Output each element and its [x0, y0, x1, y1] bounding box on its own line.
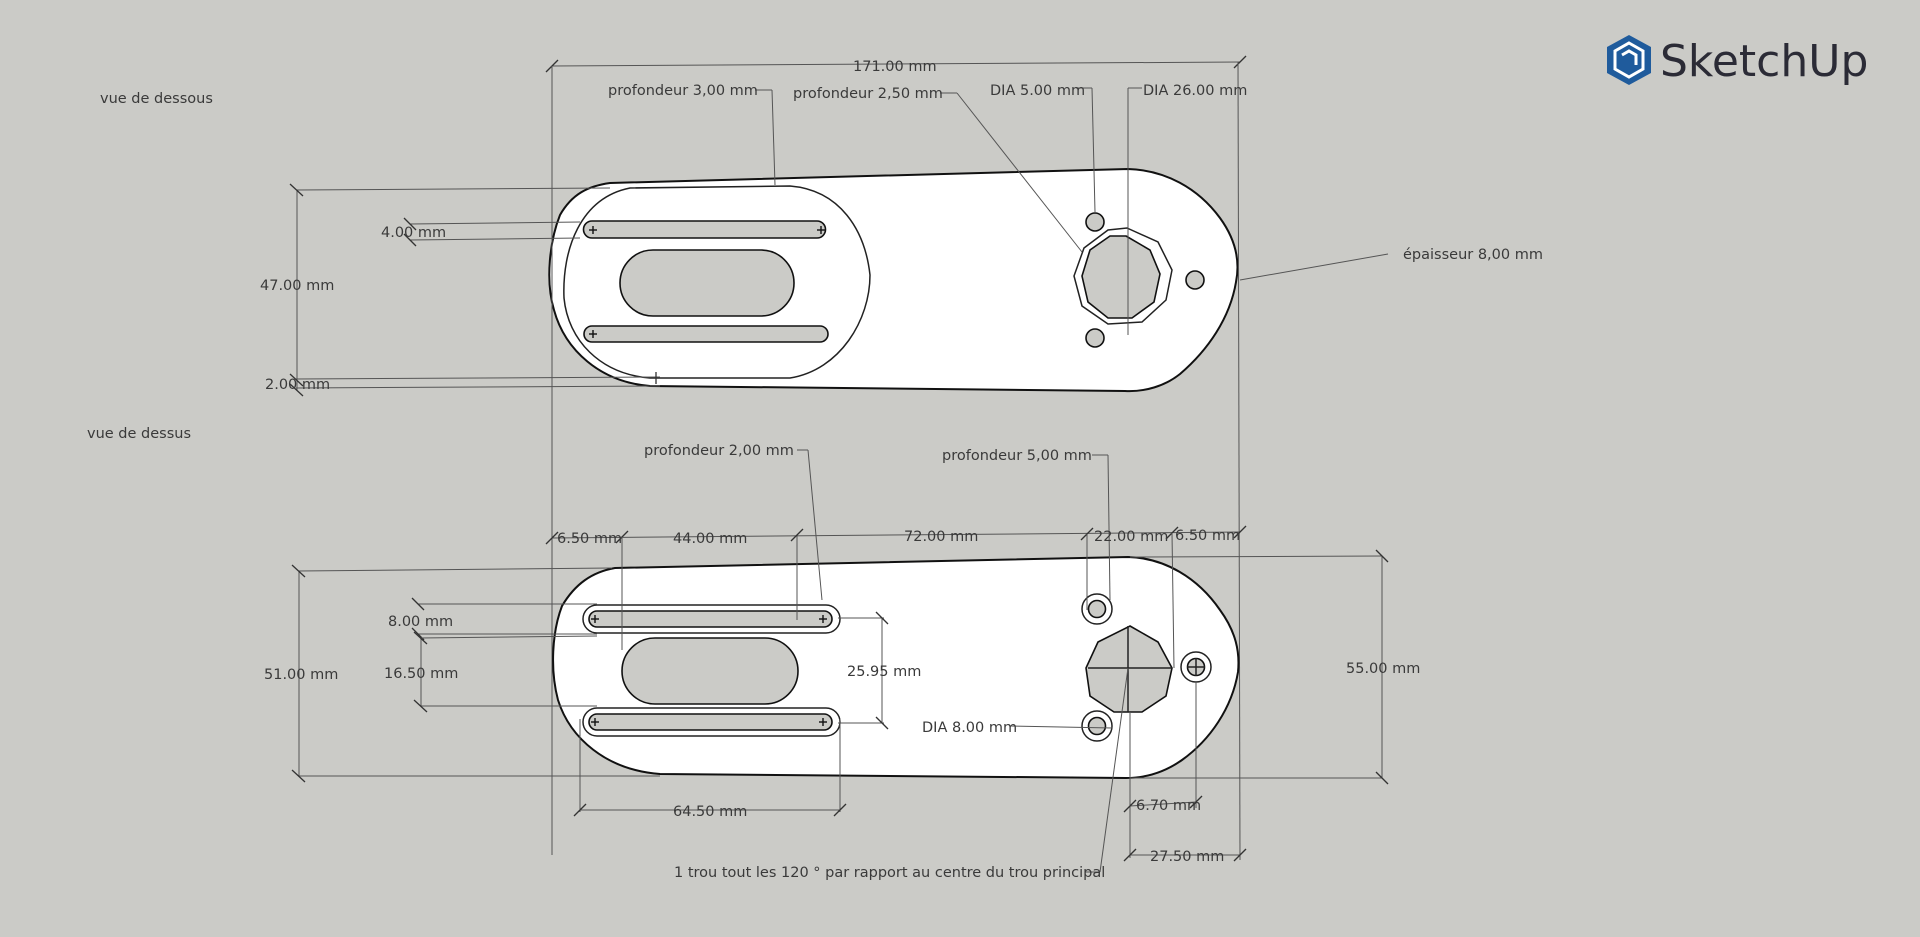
- view-label-bottom: vue de dessous: [100, 91, 213, 107]
- dim-64-5: 64.50 mm: [673, 804, 747, 820]
- dim-44: 44.00 mm: [673, 531, 747, 547]
- dim-depth-3: profondeur 3,00 mm: [608, 83, 758, 99]
- dim-thickness: épaisseur 8,00 mm: [1403, 247, 1543, 263]
- dim-dia-8: DIA 8.00 mm: [922, 720, 1017, 736]
- dim-slot-width-4: 4.00 mm: [381, 225, 446, 241]
- dimensions-bottom-view: 171.00 mm profondeur 3,00 mm profondeur …: [260, 55, 1543, 861]
- dim-depth-5: profondeur 5,00 mm: [942, 448, 1092, 464]
- dim-51: 51.00 mm: [264, 667, 338, 683]
- dim-2: 2.00 mm: [265, 377, 330, 393]
- dim-16-5: 16.50 mm: [384, 666, 458, 682]
- dim-depth-2: profondeur 2,00 mm: [644, 443, 794, 459]
- dim-55: 55.00 mm: [1346, 661, 1420, 677]
- dim-depth-2-5: profondeur 2,50 mm: [793, 86, 943, 102]
- view-label-top: vue de dessus: [87, 426, 191, 442]
- dim-27-5: 27.50 mm: [1150, 849, 1224, 865]
- dim-8: 8.00 mm: [388, 614, 453, 630]
- part-bottom-view: [548, 167, 1239, 393]
- dim-overall-length: 171.00 mm: [853, 59, 937, 75]
- dimensions-top-view: profondeur 2,00 mm profondeur 5,00 mm 6.…: [264, 443, 1420, 881]
- dim-dia-26: DIA 26.00 mm: [1143, 83, 1247, 99]
- dim-72: 72.00 mm: [904, 529, 978, 545]
- note-120-deg: 1 trou tout les 120 ° par rapport au cen…: [674, 865, 1105, 881]
- sketchup-logo-icon: [1607, 35, 1651, 85]
- sketchup-logo: SketchUp: [1607, 35, 1868, 87]
- dim-dia-5: DIA 5.00 mm: [990, 83, 1085, 99]
- dim-width-47: 47.00 mm: [260, 278, 334, 294]
- part-top-view: [552, 555, 1240, 780]
- dim-6-5-right: 6.50 mm: [1175, 528, 1240, 544]
- dim-6-5-left: 6.50 mm: [557, 531, 622, 547]
- dim-22: 22.00 mm: [1094, 529, 1168, 545]
- dim-25-95: 25.95 mm: [847, 664, 921, 680]
- dim-6-7: 6.70 mm: [1136, 798, 1201, 814]
- slot-markers: [589, 226, 827, 726]
- sketchup-logo-text: SketchUp: [1660, 36, 1868, 87]
